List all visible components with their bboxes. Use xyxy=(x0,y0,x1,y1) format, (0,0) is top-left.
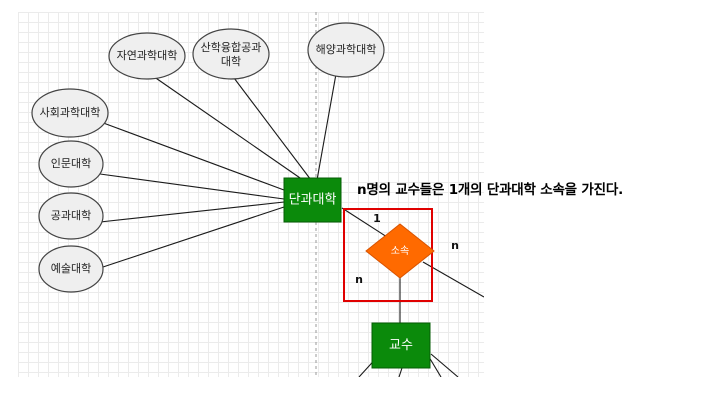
edge-relation-right xyxy=(422,261,484,298)
attribute-college-arts[interactable]: 예술대학 xyxy=(38,245,104,293)
edge-ocean-college xyxy=(316,73,337,181)
attribute-college-ocean[interactable]: 해양과학대학 xyxy=(307,22,385,78)
entity-label: 교수 xyxy=(389,338,413,353)
attribute-college-industry[interactable]: 산학융합공과 대학 xyxy=(192,28,270,80)
entity-college[interactable]: 단과대학 xyxy=(283,177,342,223)
edge-college-relation xyxy=(341,207,388,238)
edge-industry-college xyxy=(230,73,312,181)
cardinality-n-right: n xyxy=(451,239,459,252)
caption-text: n명의 교수들은 1개의 단과대학 소속을 가진다. xyxy=(357,182,623,198)
attribute-label: 사회과학대학 xyxy=(40,106,101,119)
attribute-label: 예술대학 xyxy=(51,262,91,275)
edge-engineering-college xyxy=(99,201,285,223)
edge-social-college xyxy=(97,120,285,191)
edge-humanities-college xyxy=(99,173,285,200)
attribute-college-engineering[interactable]: 공과대학 xyxy=(38,192,104,240)
edge-arts-college xyxy=(99,206,285,269)
attribute-label: 대학 xyxy=(221,55,241,68)
entity-professor[interactable]: 교수 xyxy=(371,322,431,369)
cardinality-one: 1 xyxy=(373,212,381,225)
attribute-label: 해양과학대학 xyxy=(316,42,377,56)
highlight-box xyxy=(343,208,433,302)
attribute-label: 공과대학 xyxy=(51,209,91,222)
attribute-label: 인문대학 xyxy=(51,157,91,170)
entity-label: 단과대학 xyxy=(289,193,337,208)
relation-label: 소속 xyxy=(391,245,409,257)
attribute-college-science[interactable]: 자연과학대학 xyxy=(108,32,186,80)
attribute-college-humanities[interactable]: 인문대학 xyxy=(38,140,104,188)
edge-science-college xyxy=(149,73,304,181)
er-diagram: 자연과학대학 산학융합공과 대학 해양과학대학 사회과학대학 인문대학 공과대학… xyxy=(31,12,484,377)
attribute-label: 산학융합공과 xyxy=(201,41,262,54)
edge-professor-down-2 xyxy=(398,367,403,377)
diagram-canvas: 자연과학대학 산학융합공과 대학 해양과학대학 사회과학대학 인문대학 공과대학… xyxy=(18,12,484,377)
edge-professor-down-4 xyxy=(430,353,459,377)
attribute-label: 자연과학대학 xyxy=(117,49,178,62)
cardinality-n-left: n xyxy=(355,273,363,286)
relation-belongs[interactable]: 소속 xyxy=(365,223,435,279)
attribute-college-social[interactable]: 사회과학대학 xyxy=(31,88,109,138)
